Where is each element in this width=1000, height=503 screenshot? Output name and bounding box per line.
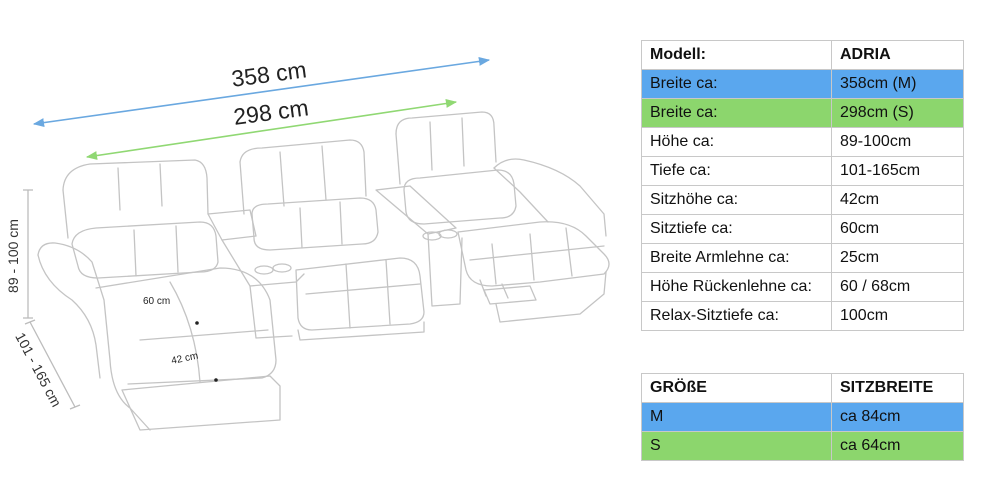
size-value: ca 64cm [831,431,964,461]
spec-value: 358cm (M) [831,69,964,99]
spec-row: Sitztiefe ca:60cm [641,214,964,244]
spec-value: 42cm [831,185,964,215]
spec-value: 100cm [831,301,964,331]
spec-label: Höhe Rückenlehne ca: [641,272,832,302]
sofa-dimension-drawing: 358 cm 298 cm 89 - 100 cm 101 - 165 cm [5,56,610,431]
seat-depth-label: 60 cm [143,296,170,307]
size-header-label: GRÖßE [641,373,832,403]
seat-measure-marks [195,321,218,382]
spec-header-value: ADRIA [831,40,964,70]
spec-table: Modell: ADRIA Breite ca:358cm (M)Breite … [641,40,964,331]
spec-row: Sitzhöhe ca:42cm [641,185,964,215]
spec-row: Höhe ca:89-100cm [641,127,964,157]
depth-dimension [24,319,81,410]
spec-label: Breite Armlehne ca: [641,243,832,273]
spec-label: Breite ca: [641,69,832,99]
height-dimension [23,189,33,319]
spec-value: 60 / 68cm [831,272,964,302]
spec-label: Höhe ca: [641,127,832,157]
spec-label: Sitztiefe ca: [641,214,832,244]
spec-header-label: Modell: [641,40,832,70]
spec-row: Breite Armlehne ca:25cm [641,243,964,273]
spec-row: Tiefe ca:101-165cm [641,156,964,186]
spec-row: Höhe Rückenlehne ca:60 / 68cm [641,272,964,302]
size-table-header: GRÖßE SITZBREITE [641,373,964,403]
spec-row: Relax-Sitztiefe ca:100cm [641,301,964,331]
depth-label: 101 - 165 cm [12,330,64,410]
spec-table-header: Modell: ADRIA [641,40,964,70]
spec-value: 89-100cm [831,127,964,157]
height-label: 89 - 100 cm [5,219,21,293]
size-label: M [641,402,832,432]
spec-label: Breite ca: [641,98,832,128]
width-298-arrow [85,99,458,160]
spec-value: 101-165cm [831,156,964,186]
size-label: S [641,431,832,461]
spec-value: 298cm (S) [831,98,964,128]
spec-row: Breite ca:298cm (S) [641,98,964,128]
spec-label: Sitzhöhe ca: [641,185,832,215]
spec-row: Breite ca:358cm (M) [641,69,964,99]
seat-height-label: 42 cm [170,351,199,367]
spec-value: 60cm [831,214,964,244]
spec-table-body: Modell: ADRIA Breite ca:358cm (M)Breite … [641,40,964,331]
size-header-value: SITZBREITE [831,373,964,403]
spec-label: Relax-Sitztiefe ca: [641,301,832,331]
spec-label: Tiefe ca: [641,156,832,186]
sofa-outline [37,111,610,431]
spec-value: 25cm [831,243,964,273]
size-value: ca 84cm [831,402,964,432]
width-298-label: 298 cm [232,94,310,130]
